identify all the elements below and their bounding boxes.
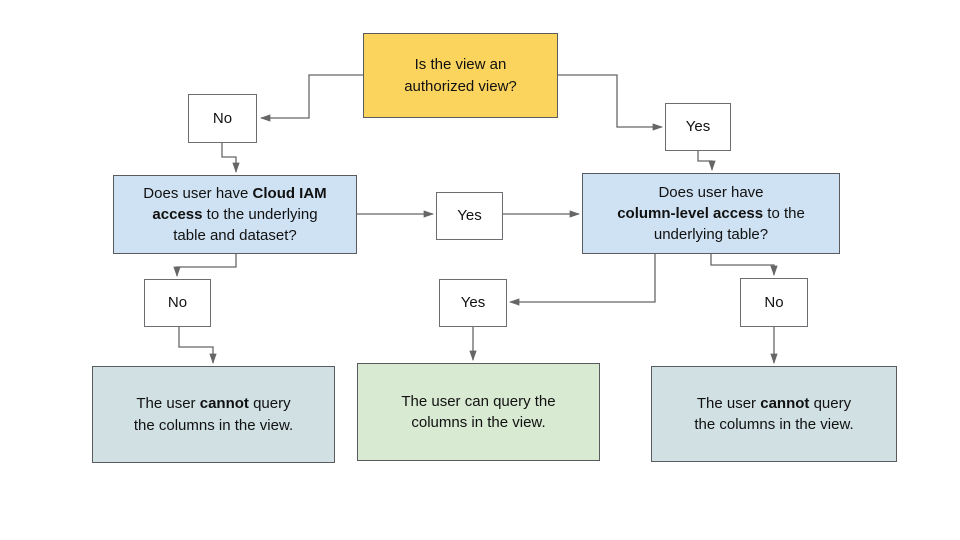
edge-start-to-yes-top: [558, 74, 664, 131]
node-answer-yes-top: Yes: [665, 103, 731, 151]
edge-iam-to-no-left: [173, 254, 237, 278]
edge-col-to-yes-bottom: [508, 254, 656, 306]
node-answer-yes-middle: Yes: [436, 192, 503, 240]
edge-yes-top-to-col: [697, 151, 716, 172]
node-answer-no-right: No: [740, 278, 808, 327]
edge-no-top-to-iam: [221, 143, 240, 174]
node-answer-no-top: No: [188, 94, 257, 143]
edge-start-to-no-top: [259, 74, 363, 122]
edge-no-left-to-result-left: [178, 327, 217, 365]
edge-col-to-no-right: [710, 254, 778, 277]
node-answer-no-left: No: [144, 279, 211, 327]
node-answer-yes-bottom: Yes: [439, 279, 507, 327]
